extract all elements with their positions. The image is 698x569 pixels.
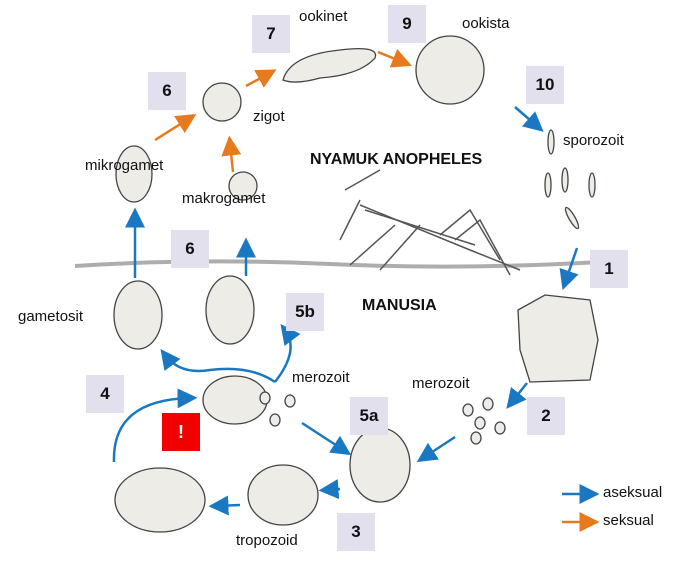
legend-seksual: seksual [603, 512, 654, 529]
arrow-merozoit-gametosit [160, 349, 276, 384]
host-mosquito-title: NYAMUK ANOPHELES [310, 151, 483, 168]
step-5a-badge: 5a [350, 397, 388, 435]
step-4-badge: 4 [86, 375, 124, 413]
makrogamet-cell [228, 171, 258, 201]
rbc-5b [205, 275, 255, 345]
schizont-cell [114, 467, 206, 533]
arrow-makro-zigot [221, 135, 242, 173]
gametosit-cell [113, 280, 163, 350]
label-tropozoid: tropozoid [236, 532, 298, 549]
zigot-cell [202, 82, 242, 122]
label-ookista: ookista [462, 15, 510, 32]
arrow-ookinet-ookista [377, 49, 412, 68]
label-zigot: zigot [253, 108, 285, 125]
arrow-rbc-tropozoid [318, 479, 341, 500]
arrow-merozoit-rbc-5a [301, 421, 352, 456]
arrow-merozoit-5b [274, 323, 301, 383]
step-7-badge: 6 [148, 72, 186, 110]
step-3-badge: 3 [337, 513, 375, 551]
warning-badge: ! [162, 413, 200, 451]
liver-cells [517, 294, 599, 383]
arrow-ookista-sporozoit [514, 106, 544, 132]
step-5b-badge: 5b [286, 293, 324, 331]
label-merozoit-left: merozoit [292, 369, 350, 386]
label-ookinet: ookinet [299, 8, 348, 25]
arrow-liver-merozoit [506, 382, 528, 409]
label-mikrogamet: mikrogamet [85, 157, 164, 174]
ookista-cell [415, 35, 485, 105]
arrow-mikro-zigot [154, 114, 197, 142]
label-merozoit-right: merozoit [412, 375, 470, 392]
step-1-badge: 1 [590, 250, 628, 288]
mosquito-illustration [339, 169, 521, 276]
merozoit-schizont [202, 375, 268, 425]
arrow-tropozoid-schizont [208, 495, 241, 516]
step-10-badge: 10 [526, 66, 564, 104]
merozoites [259, 391, 506, 445]
arrow-sporozoit-liver [559, 247, 579, 291]
host-human-title: MANUSIA [362, 297, 437, 314]
step-9-badge: 9 [388, 5, 426, 43]
step-6-badge: 6 [171, 230, 209, 268]
tropozoid-cell [247, 464, 319, 526]
cell-illustrations [113, 35, 599, 533]
sporozoites [544, 129, 596, 230]
step-8-badge: 7 [252, 15, 290, 53]
mikrogamet-cell [115, 145, 153, 203]
arrow-schizont-merozoit [112, 388, 198, 463]
ookinet-cell [282, 47, 377, 83]
label-gametosit: gametosit [18, 308, 84, 325]
rbc-infected [349, 427, 411, 503]
legend-aseksual: aseksual [603, 484, 663, 501]
step-2-badge: 2 [527, 397, 565, 435]
arrow-zigot-ookinet [245, 69, 277, 88]
label-makrogamet: makrogamet [182, 190, 266, 207]
skin-line [74, 259, 601, 269]
label-sporozoit: sporozoit [563, 132, 624, 149]
arrow-merozoit-rbc [416, 435, 456, 463]
